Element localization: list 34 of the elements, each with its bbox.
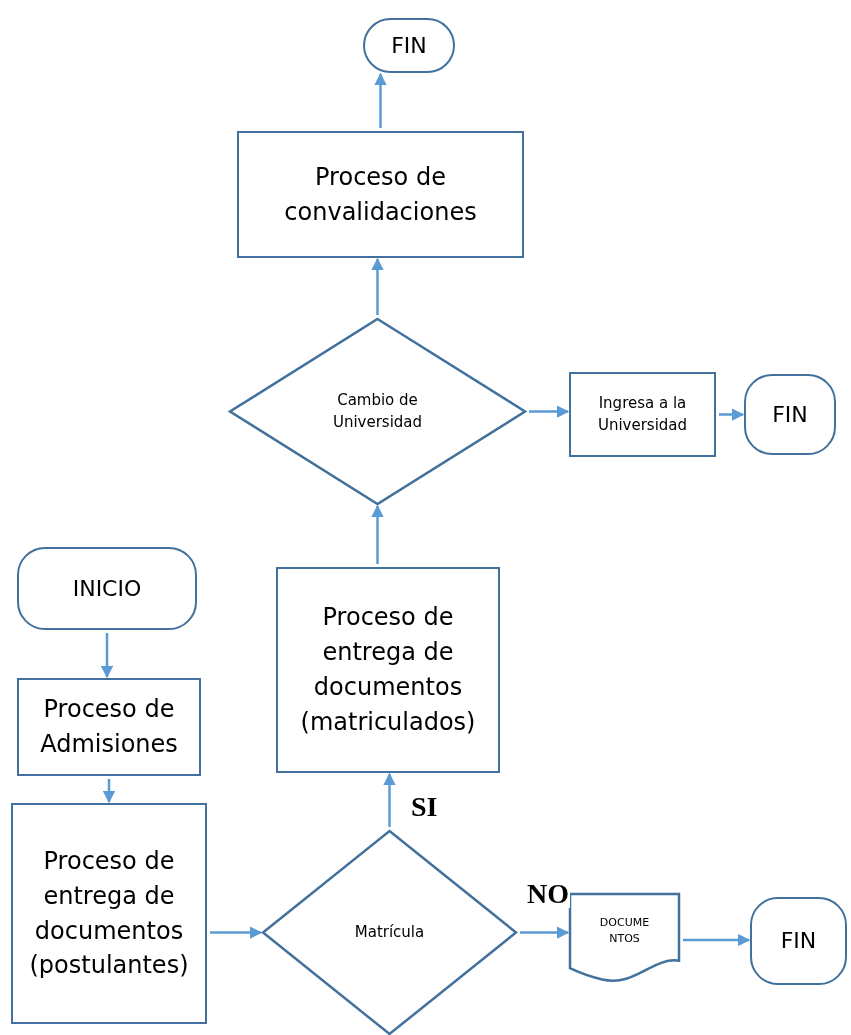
node-text: Matrícula: [354, 921, 425, 943]
arrow: [371, 504, 384, 564]
node-text: Proceso de convalidaciones: [283, 161, 478, 228]
arrow: [374, 72, 387, 128]
terminal-shape: [363, 18, 455, 73]
arrow: [719, 408, 745, 421]
process-box: [17, 678, 201, 776]
node-text: Ingresa a la Universidad: [596, 392, 689, 436]
node-text: Proceso de Admisiones: [39, 694, 179, 760]
terminal-shape: [744, 374, 836, 455]
node-text: FIN: [780, 927, 817, 956]
arrow: [102, 779, 116, 804]
decision-diamond: [229, 318, 526, 505]
arrow: [683, 933, 751, 947]
arrow: [383, 772, 396, 827]
node-text: Cambio de Universidad: [331, 389, 424, 433]
node-text: FIN: [391, 31, 427, 60]
node-text: FIN: [772, 400, 808, 429]
process-box: [11, 803, 207, 1024]
arrow: [371, 257, 384, 315]
arrow: [520, 926, 570, 939]
decision-diamond: [262, 830, 517, 1035]
arrow: [529, 405, 570, 418]
node-text: DOCUME NTOS: [598, 915, 651, 947]
arrow: [100, 633, 114, 679]
process-box: [569, 372, 716, 457]
process-box: [276, 567, 500, 773]
node-text: INICIO: [72, 574, 142, 603]
node-text: Proceso de entrega de documentos (matriculados): [299, 602, 477, 738]
terminal-shape: [750, 897, 847, 985]
node-text: Proceso de entrega de documentos (postulantes): [28, 845, 190, 982]
process-box: [237, 131, 524, 258]
arrow: [210, 926, 263, 939]
terminal-shape: [17, 547, 197, 630]
